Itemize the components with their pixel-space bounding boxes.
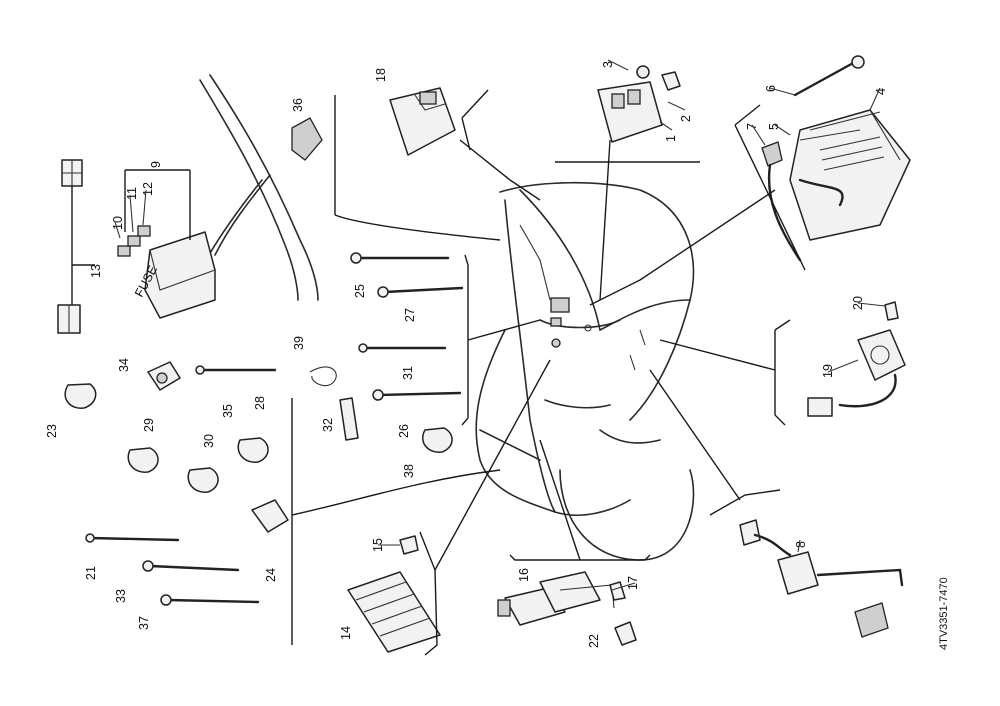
regulator-assembly [347, 359, 551, 656]
callout-19: 19 [821, 364, 835, 378]
callout-28: 28 [253, 396, 267, 410]
callout-21: 21 [84, 566, 98, 580]
callout-5: 5 [767, 123, 781, 130]
callout-37: 37 [137, 616, 151, 630]
callout-30: 30 [202, 434, 216, 448]
callout-33: 33 [114, 589, 128, 603]
callout-17: 17 [626, 576, 640, 590]
vehicle-body-outline [475, 181, 695, 561]
callout-22: 22 [587, 634, 601, 648]
callout-34: 34 [117, 358, 131, 372]
callout-32: 32 [321, 418, 335, 432]
callout-36: 36 [291, 98, 305, 112]
callout-2: 2 [679, 115, 693, 122]
callout-27: 27 [403, 308, 417, 322]
callout-24: 24 [264, 568, 278, 582]
fuse-box-assembly: FUSE [57, 74, 319, 334]
starter-motor-assembly [497, 439, 651, 646]
callout-10: 10 [111, 216, 125, 230]
callout-35: 35 [221, 404, 235, 418]
callout-8: 8 [794, 541, 808, 548]
callout-38: 38 [402, 464, 416, 478]
callout-25: 25 [353, 284, 367, 298]
battery-assembly [589, 55, 911, 306]
callout-31: 31 [401, 366, 415, 380]
sensor-assembly [659, 301, 906, 426]
relay-assembly [291, 87, 541, 241]
callout-1: 1 [664, 135, 678, 142]
starter-relay-assembly [555, 65, 700, 301]
figure-code: 4TV3351-7470 [938, 577, 950, 650]
clamps-and-ties-group [64, 361, 501, 645]
callout-3: 3 [601, 61, 615, 68]
callout-18: 18 [374, 68, 388, 82]
callout-23: 23 [45, 424, 59, 438]
callout-12: 12 [141, 182, 155, 196]
callout-11: 11 [125, 187, 139, 200]
callout-labels: 1 2 3 4 5 6 7 8 9 10 11 12 13 14 15 16 1… [45, 61, 888, 648]
switch-assembly [649, 369, 904, 638]
cable-ties-group [309, 252, 541, 453]
callout-9: 9 [149, 161, 163, 168]
callout-29: 29 [142, 418, 156, 432]
callout-leaders [114, 59, 886, 591]
callout-39: 39 [292, 336, 306, 350]
callout-26: 26 [397, 424, 411, 438]
callout-16: 16 [517, 568, 531, 582]
callout-13: 13 [89, 264, 103, 278]
callout-4: 4 [874, 88, 888, 95]
callout-14: 14 [339, 626, 353, 640]
callout-7: 7 [745, 123, 759, 130]
